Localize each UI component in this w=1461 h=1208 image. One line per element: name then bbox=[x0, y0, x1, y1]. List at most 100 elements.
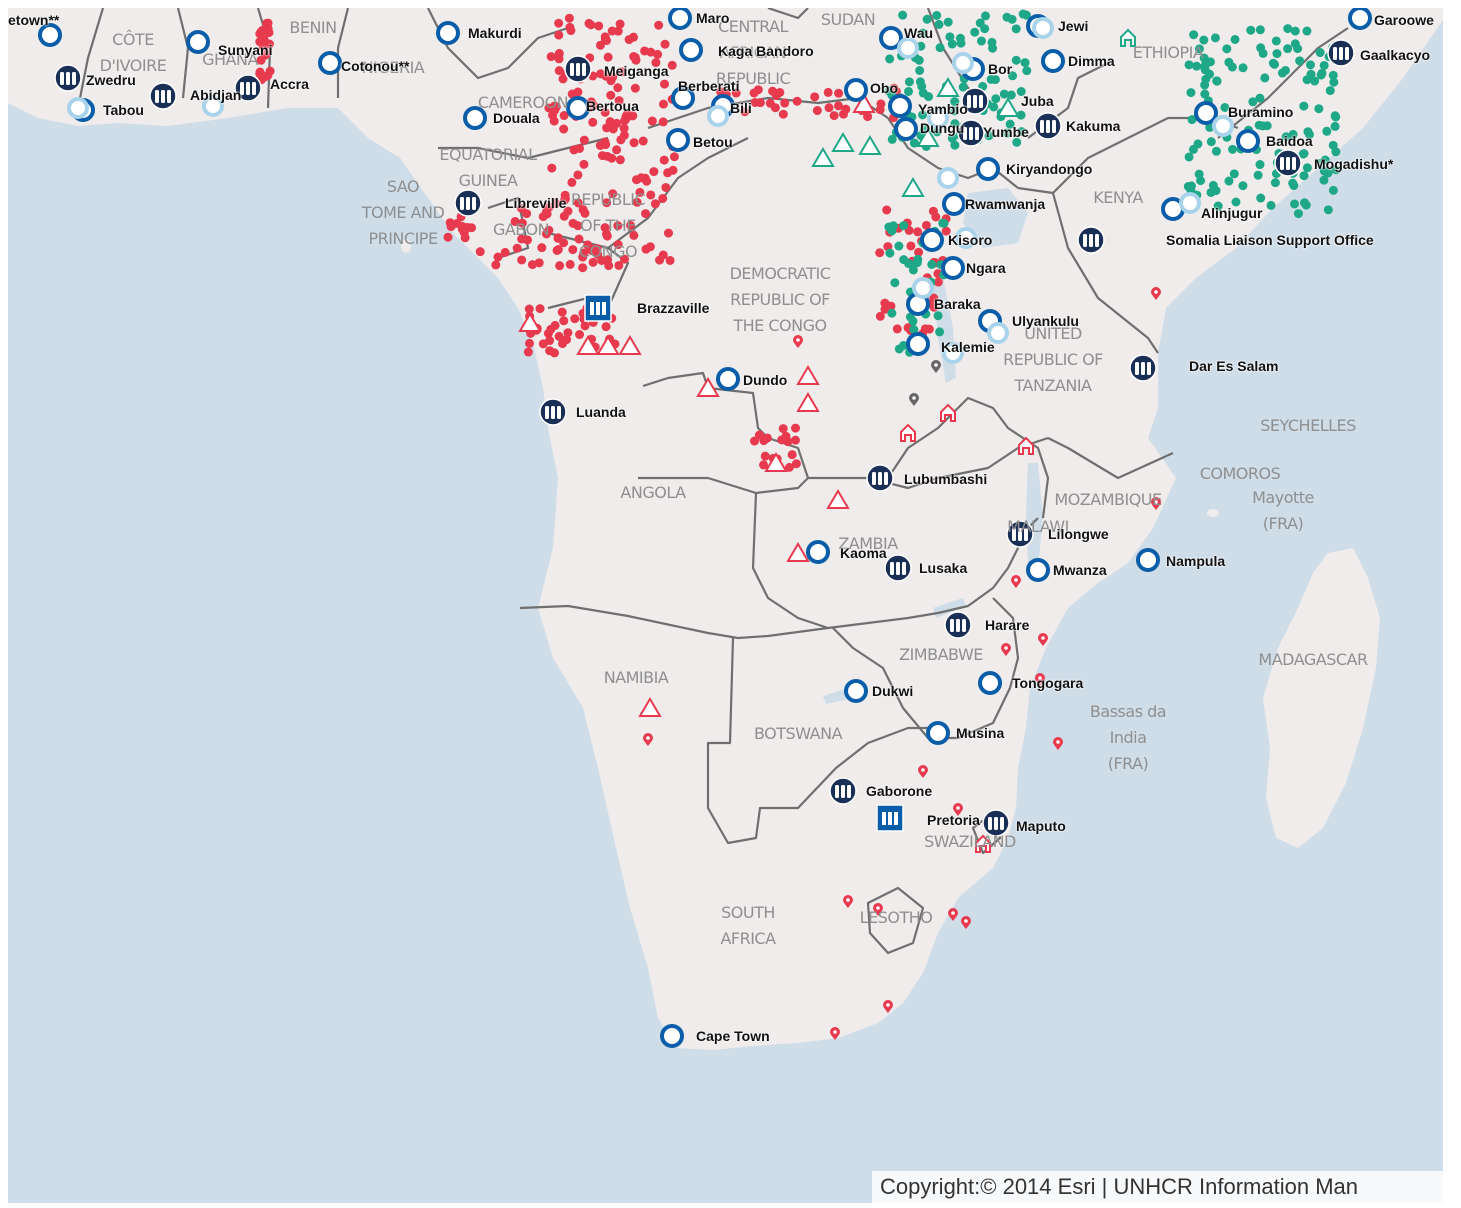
office-label[interactable]: Harare bbox=[985, 617, 1030, 633]
office-label[interactable]: Cape Town bbox=[696, 1028, 770, 1044]
marker-dot bbox=[1283, 24, 1293, 34]
office-label[interactable]: Baidoa bbox=[1266, 133, 1313, 149]
office-label[interactable]: Dungu bbox=[920, 120, 965, 136]
marker-dot bbox=[651, 58, 661, 68]
office-label[interactable]: Musina bbox=[956, 725, 1005, 741]
marker-dot bbox=[918, 28, 928, 38]
office-label[interactable]: Abidjan bbox=[190, 87, 242, 103]
office-label[interactable]: Nampula bbox=[1166, 553, 1226, 569]
field-unit-icon bbox=[660, 1024, 684, 1048]
marker-dot bbox=[653, 49, 663, 59]
marker-dot bbox=[594, 21, 604, 31]
country-label: SOUTH AFRICA bbox=[720, 903, 776, 948]
marker-dot bbox=[829, 111, 839, 121]
office-label[interactable]: Gaalkacyo bbox=[1360, 47, 1431, 63]
field-unit-icon bbox=[955, 227, 977, 249]
country-office-icon bbox=[876, 804, 904, 832]
office-label[interactable]: Lilongwe bbox=[1048, 526, 1109, 542]
office-label[interactable]: Ulyankulu bbox=[1012, 313, 1079, 329]
marker-dot bbox=[1021, 10, 1031, 20]
marker-dot bbox=[614, 96, 624, 106]
office-label[interactable]: Kaoma bbox=[840, 545, 887, 561]
office-label[interactable]: Bili bbox=[730, 100, 752, 116]
office-label[interactable]: Baraka bbox=[934, 296, 981, 312]
marker-dot bbox=[781, 431, 791, 441]
marker-dot bbox=[524, 304, 534, 314]
office-label[interactable]: Yumbe bbox=[983, 124, 1029, 140]
office-label[interactable]: Mwanza bbox=[1053, 562, 1107, 578]
field-unit-icon bbox=[897, 37, 919, 59]
office-label[interactable]: Makurdi bbox=[468, 25, 522, 41]
office-label[interactable]: Berberati bbox=[678, 78, 740, 94]
office-label[interactable]: Yambio bbox=[918, 101, 968, 117]
office-label[interactable]: etown** bbox=[8, 12, 60, 28]
point-of-interest-icon bbox=[1001, 643, 1011, 656]
office-label[interactable]: Maro bbox=[696, 10, 730, 26]
office-label[interactable]: Dukwi bbox=[872, 683, 914, 699]
office-label[interactable]: Buramino bbox=[1228, 104, 1294, 120]
marker-dot bbox=[1255, 160, 1265, 170]
office-label[interactable]: Ngara bbox=[966, 260, 1006, 276]
marker-dot bbox=[630, 83, 640, 93]
office-label[interactable]: Accra bbox=[270, 76, 309, 92]
marker-dot bbox=[1299, 198, 1309, 208]
office-label[interactable]: Kakuma bbox=[1066, 118, 1121, 134]
office-label[interactable]: Lusaka bbox=[919, 560, 968, 576]
marker-dot bbox=[606, 90, 616, 100]
office-label[interactable]: Lubumbashi bbox=[904, 471, 988, 487]
settlement-icon bbox=[975, 834, 991, 853]
office-label[interactable]: Sunyani bbox=[218, 42, 273, 58]
office-label[interactable]: Juba bbox=[1021, 93, 1054, 109]
marker-dot bbox=[955, 33, 965, 43]
office-label[interactable]: Meiganga bbox=[604, 63, 669, 79]
field-unit-icon bbox=[920, 228, 944, 252]
office-label[interactable]: Kiryandongo bbox=[1006, 161, 1093, 177]
office-label[interactable]: Rwamwanja bbox=[965, 196, 1046, 212]
office-label[interactable]: Douala bbox=[493, 110, 540, 126]
marker-dot bbox=[810, 92, 820, 102]
office-label[interactable]: Betou bbox=[693, 134, 733, 150]
office-label[interactable]: Libreville bbox=[505, 195, 567, 211]
office-label[interactable]: Alinjugur bbox=[1201, 205, 1263, 221]
office-label[interactable]: Brazzaville bbox=[637, 300, 710, 316]
office-label[interactable]: Pretoria bbox=[927, 812, 980, 828]
marker-dot bbox=[875, 248, 885, 258]
regional-office-icon bbox=[957, 119, 985, 147]
point-of-interest-icon bbox=[918, 765, 928, 778]
office-label[interactable]: Tabou bbox=[103, 102, 144, 118]
office-label[interactable]: Kisoro bbox=[948, 232, 993, 248]
office-label[interactable]: Zwedru bbox=[86, 72, 136, 88]
marker-dot bbox=[575, 330, 585, 340]
marker-dot bbox=[541, 229, 551, 239]
office-label[interactable]: Somalia Liaison Support Office bbox=[1166, 232, 1374, 248]
office-label[interactable]: Kalemie bbox=[941, 339, 995, 355]
office-label[interactable]: Dimma bbox=[1068, 53, 1115, 69]
marker-dot bbox=[1005, 119, 1015, 129]
marker-dot bbox=[1184, 152, 1194, 162]
office-label[interactable]: Maputo bbox=[1016, 818, 1066, 834]
office-label[interactable]: Luanda bbox=[576, 404, 626, 420]
marker-dot bbox=[1238, 181, 1248, 191]
office-label[interactable]: Dundo bbox=[743, 372, 788, 388]
office-label[interactable]: Bor bbox=[988, 61, 1013, 77]
point-of-interest-icon bbox=[909, 393, 919, 406]
office-label[interactable]: Tongogara bbox=[1012, 675, 1084, 691]
office-label[interactable]: Mogadishu* bbox=[1314, 156, 1394, 172]
marker-dot bbox=[573, 198, 583, 208]
office-label[interactable]: Obo bbox=[870, 80, 898, 96]
marker-dot bbox=[890, 278, 900, 288]
point-of-interest-icon bbox=[961, 916, 971, 929]
office-label[interactable]: Wau bbox=[904, 25, 934, 41]
marker-dot bbox=[619, 123, 629, 133]
office-label[interactable]: Cotonou** bbox=[341, 58, 410, 74]
field-unit-icon bbox=[668, 8, 692, 30]
office-label[interactable]: Garoowe bbox=[1374, 12, 1434, 28]
office-label[interactable]: Jewi bbox=[1058, 18, 1089, 34]
office-label[interactable]: Bertoua bbox=[586, 98, 639, 114]
marker-dot bbox=[622, 109, 632, 119]
office-label[interactable]: Dar Es Salam bbox=[1189, 358, 1279, 374]
office-label[interactable]: Kaga Bandoro bbox=[718, 43, 814, 59]
marker-dot bbox=[1322, 126, 1332, 136]
office-label[interactable]: Gaborone bbox=[866, 783, 933, 799]
